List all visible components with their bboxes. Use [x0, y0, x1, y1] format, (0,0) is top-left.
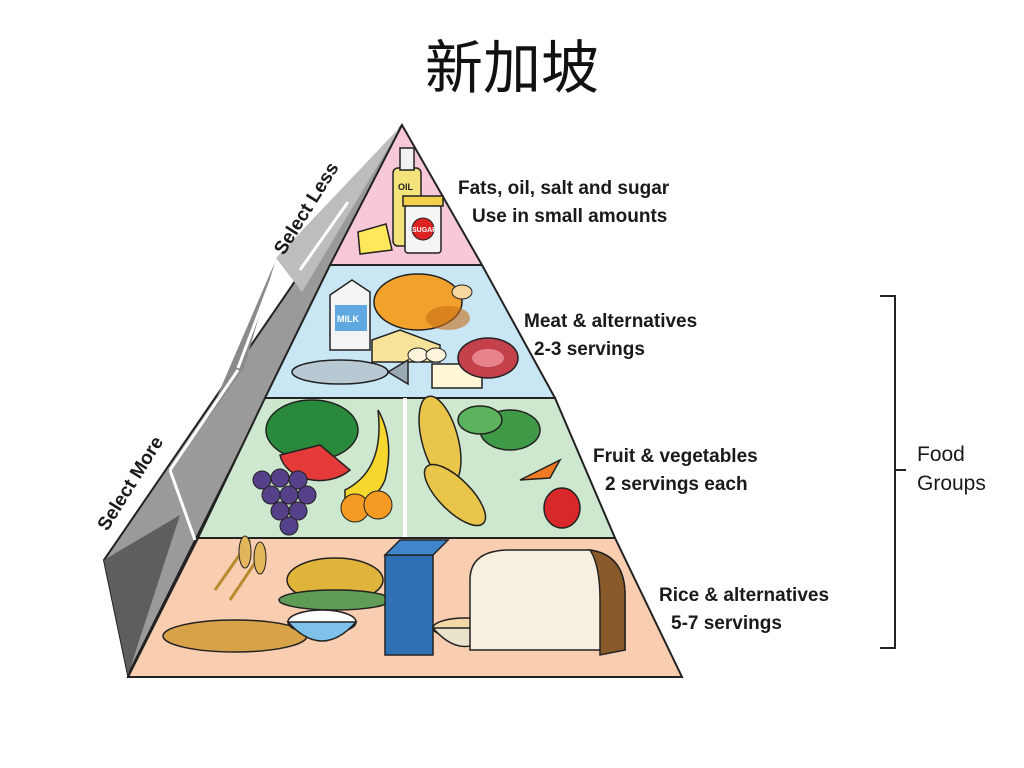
watermelon-icon	[265, 399, 359, 482]
grapes-icon	[252, 468, 317, 536]
noodles-icon	[278, 557, 392, 611]
bread-loaf-icon	[469, 549, 626, 656]
tier-label-fats: Fats, oil, salt and sugar Use in small a…	[458, 178, 670, 227]
fish-icon	[291, 358, 409, 386]
baguette-icon	[162, 619, 308, 653]
steak-icon	[457, 337, 519, 379]
tier-label-fruit-veg: Fruit & vegetables 2 servings each	[593, 446, 758, 495]
cereal-box-icon	[383, 539, 450, 656]
pyramid-side-face	[102, 124, 403, 679]
oil-label: OIL	[398, 182, 414, 192]
food-groups-label: Food Groups	[917, 443, 986, 495]
sugar-jar-icon: SUGAR	[402, 195, 444, 254]
tier-label-meat: Meat & alternatives 2-3 servings	[524, 311, 698, 360]
wheat-icon	[213, 535, 267, 601]
butter-icon	[357, 223, 393, 255]
corn-icon	[418, 395, 487, 527]
page-title: 新加坡	[424, 34, 599, 102]
milk-label: MILK	[337, 314, 359, 324]
rice-bowl-icon	[286, 609, 358, 642]
milk-carton-icon: MILK	[329, 279, 371, 351]
food-groups-bracket	[880, 295, 906, 649]
carrot-icon	[519, 458, 562, 481]
leafy-greens-icon	[457, 405, 541, 451]
roast-chicken-icon	[373, 273, 473, 331]
orange-slices-icon	[340, 490, 393, 523]
cheese-eggs-icon	[371, 329, 447, 363]
tier-label-rice: Rice & alternatives 5-7 servings	[659, 585, 830, 634]
sugar-label: SUGAR	[412, 227, 437, 234]
bell-pepper-icon	[543, 487, 581, 529]
